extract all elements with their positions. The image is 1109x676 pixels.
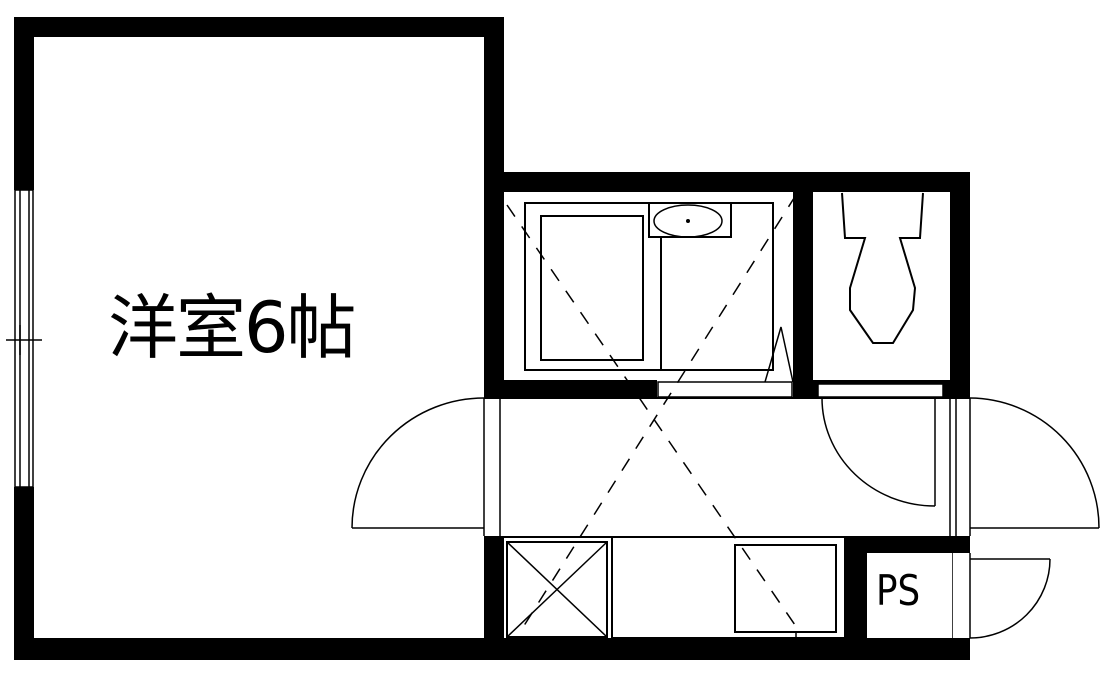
toilet-door-sill	[817, 383, 944, 398]
ps-box	[867, 553, 952, 638]
ps-door[interactable]	[951, 553, 1051, 639]
ps-label: PS	[876, 566, 921, 615]
door-right-entrance[interactable]	[949, 397, 1100, 536]
toilet-icon	[841, 192, 924, 344]
washer-space	[506, 541, 608, 638]
window-left	[6, 189, 42, 488]
door-left[interactable]	[351, 397, 501, 536]
toilet-door[interactable]	[821, 397, 936, 507]
room-label: 洋室6帖	[108, 287, 357, 369]
bath-door-sill	[657, 381, 793, 398]
dashed-lines	[506, 194, 797, 633]
washbasin	[648, 202, 732, 238]
kitchen-counter	[611, 536, 846, 639]
drain-mark	[764, 326, 794, 383]
